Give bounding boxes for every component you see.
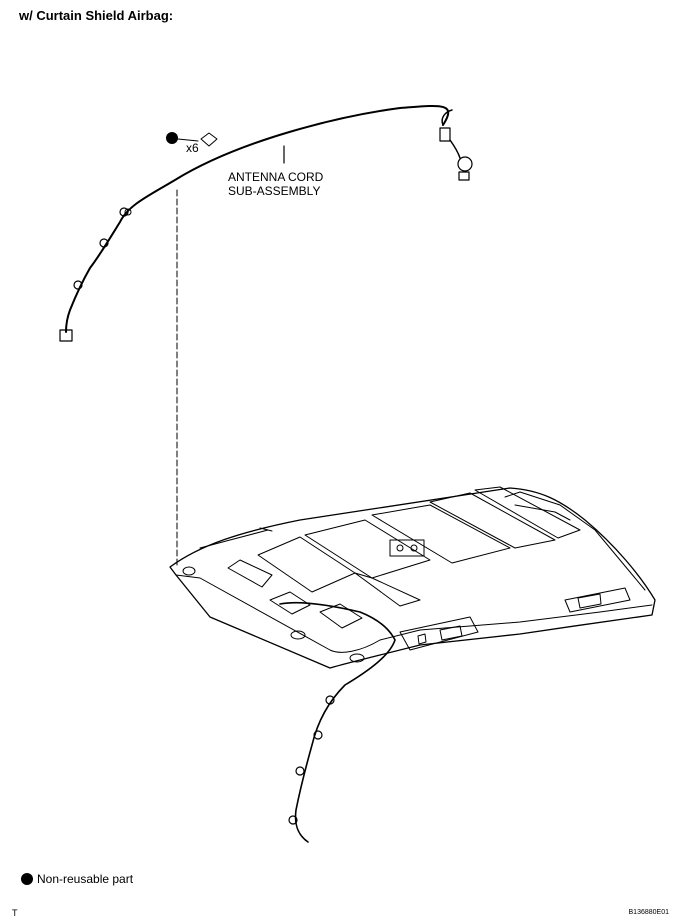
antenna-cord-lower <box>279 601 396 843</box>
legend: Non-reusable part <box>21 872 133 886</box>
cord-end-connector-left <box>59 329 73 342</box>
cord-end-connector-right <box>457 156 473 172</box>
legend-text: Non-reusable part <box>37 872 134 886</box>
corner-marker: T <box>12 908 18 918</box>
page-title: w/ Curtain Shield Airbag: <box>19 8 174 23</box>
non-reusable-dot-icon <box>21 873 33 885</box>
figure-code: B136880E01 <box>628 909 669 916</box>
part-name-line-2: SUB-ASSEMBLY <box>228 184 321 198</box>
non-reusable-marker <box>166 132 178 144</box>
part-name-label: ANTENNA CORD SUB-ASSEMBLY <box>228 170 323 198</box>
antenna-cord-cable <box>65 105 450 333</box>
clip-quantity-label: x6 <box>186 141 199 155</box>
cord-end-clip-right <box>439 127 451 142</box>
roof-headliner <box>169 487 656 669</box>
part-name-line-1: ANTENNA CORD <box>228 170 324 184</box>
